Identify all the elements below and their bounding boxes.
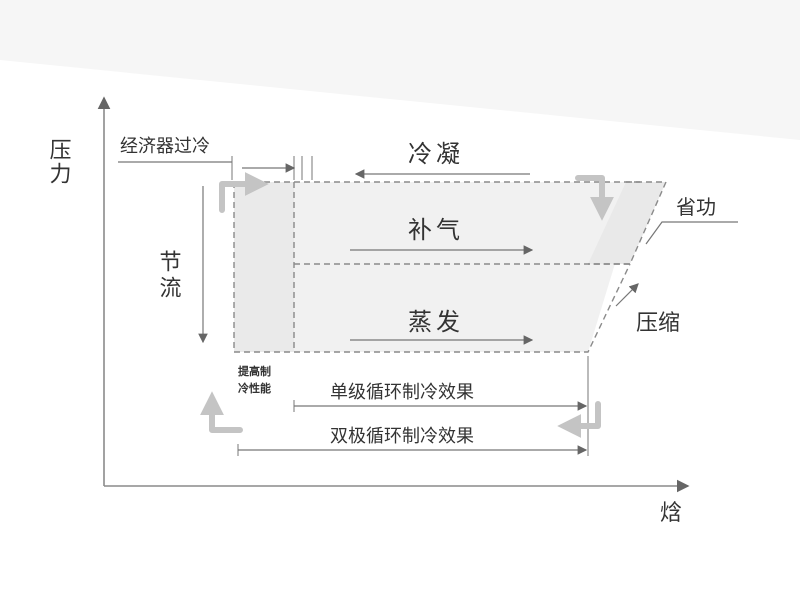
evaporate-label: 蒸发 [408,308,464,336]
economizer-label: 经济器过冷 [120,136,210,157]
save-work-pointer [645,221,738,245]
compress-arrow [615,283,639,307]
x-axis-label: 焓 [660,501,682,526]
supplement-label: 补气 [408,216,464,244]
cycle-arrow-top-right [575,175,614,221]
cycle-area [234,182,640,352]
double-stage-label: 双极循环制冷效果 [330,426,474,447]
single-stage-label: 单级循环制冷效果 [330,382,474,403]
cycle-arrow-bottom-left [200,391,243,433]
improve-label-line2: 冷性能 [238,381,271,395]
y-axis-label: 压力 [46,138,72,186]
cycle-arrow-top-left [219,172,269,213]
improve-label-line1: 提高制 [238,364,271,378]
improve-area [234,182,294,352]
evaporate-compress-line [234,263,631,353]
condense-label: 冷凝 [408,140,464,168]
compress-label: 压缩 [636,311,680,336]
save-work-label: 省功 [676,195,716,219]
save-work-area [588,182,666,264]
cycle-arrow-bottom-right [557,401,601,438]
throttle-label: 节流 [156,250,182,302]
background-band [0,0,800,140]
